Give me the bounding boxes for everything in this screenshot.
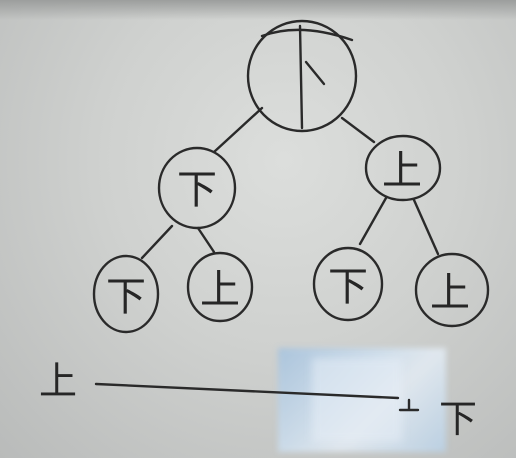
edge-left-right — [196, 226, 216, 254]
edge-root-right — [340, 116, 376, 144]
edge-root-left — [212, 106, 264, 154]
node-label: 上 — [430, 270, 470, 316]
tree-node-level2-left: 下 — [157, 146, 237, 230]
tree-node-level3-1: 下 — [92, 254, 160, 334]
light-glare-core — [312, 358, 402, 442]
tree-node-level3-2: 上 — [186, 251, 254, 323]
node-label: 上 — [382, 148, 422, 194]
node-label: 下 — [328, 264, 368, 310]
photo-shadow — [0, 0, 516, 20]
node-label: 上 — [200, 267, 240, 313]
tree-node-level3-4: 上 — [414, 252, 490, 328]
axis-right-label: 下 — [439, 397, 477, 441]
tree-node-root: 下 — [246, 19, 358, 133]
edge-right-right — [412, 198, 440, 256]
tree-node-level2-right: 上 — [364, 134, 442, 202]
node-label: 下 — [177, 167, 217, 213]
axis-mark — [398, 398, 420, 412]
axis-left-label: 上 — [39, 359, 77, 403]
tree-node-level3-3: 下 — [312, 246, 384, 322]
edge-left-left — [140, 224, 174, 260]
node-label: 下 — [106, 274, 146, 320]
axis-line — [94, 382, 400, 400]
edge-right-left — [358, 196, 388, 246]
